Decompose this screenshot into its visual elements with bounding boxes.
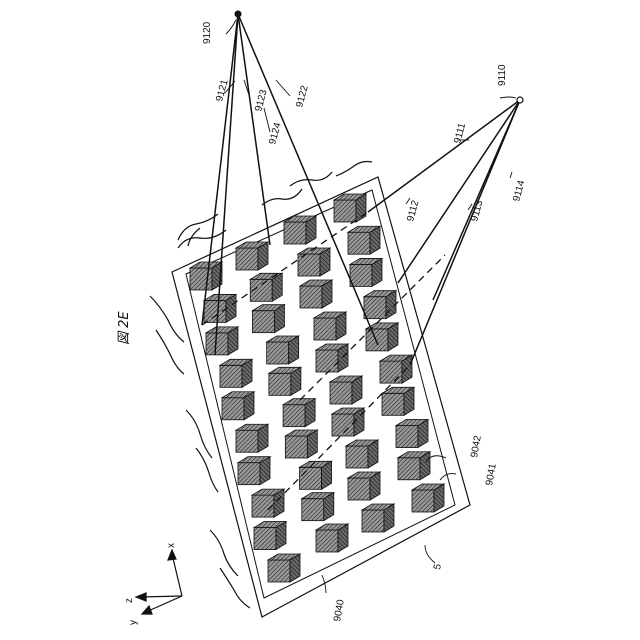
label-substrate-5: 5 — [432, 563, 444, 571]
label-source-9120: 9120 — [202, 21, 213, 44]
hatched-block — [285, 430, 317, 458]
hatched-block — [300, 280, 332, 308]
hatched-block — [252, 489, 284, 517]
label-ray-9122: 9122 — [294, 84, 310, 109]
hatched-block — [220, 359, 252, 387]
hatched-block — [334, 194, 366, 222]
hatched-block — [236, 424, 268, 452]
hatched-block — [348, 472, 380, 500]
hatched-block — [298, 248, 330, 276]
hatched-block — [300, 461, 332, 489]
label-ray-9124: 9124 — [267, 121, 283, 146]
hatched-block — [316, 524, 348, 552]
hatched-block — [252, 305, 284, 333]
hatched-block — [236, 242, 268, 270]
label-source-9110: 9110 — [497, 64, 508, 86]
hatched-block — [283, 399, 315, 427]
axis-label-x: x — [166, 543, 177, 548]
hatched-block — [204, 294, 236, 322]
hatched-block — [362, 504, 394, 532]
hatched-block — [316, 344, 348, 372]
hatched-block — [254, 522, 286, 550]
hatched-block — [250, 273, 282, 301]
hatched-block — [269, 367, 301, 395]
label-ray-9111: 9111 — [452, 121, 468, 144]
label-element-9041: 9041 — [484, 462, 499, 486]
hatched-block — [412, 484, 444, 512]
block-array — [190, 194, 444, 582]
hatched-block — [206, 327, 238, 355]
label-ray-9112: 9112 — [405, 199, 421, 223]
source-9110 — [517, 97, 523, 103]
hatched-block — [284, 216, 316, 244]
hatched-block — [330, 376, 362, 404]
hatched-block — [332, 408, 364, 436]
hatched-block — [396, 420, 428, 448]
hatched-block — [398, 452, 430, 480]
label-array-9040: 9040 — [332, 598, 347, 622]
figure-caption: 図 2E — [117, 311, 132, 345]
label-ray-9114: 9114 — [511, 179, 527, 203]
hatched-block — [238, 457, 270, 485]
label-ray-9113: 9113 — [469, 199, 485, 223]
label-element-9042: 9042 — [469, 434, 484, 458]
label-ray-9123: 9123 — [253, 88, 269, 113]
hatched-block — [267, 336, 299, 364]
source-9120 — [235, 11, 242, 18]
hatched-block — [348, 226, 380, 254]
axes-indicator — [136, 550, 182, 614]
hatched-block — [364, 291, 396, 319]
hatched-block — [346, 440, 378, 468]
hatched-block — [382, 387, 414, 415]
hatched-block — [302, 493, 334, 521]
hatched-block — [314, 312, 346, 340]
hatched-block — [222, 392, 254, 420]
axis-label-y: y — [128, 620, 139, 625]
hatched-block — [350, 258, 382, 286]
hatched-block — [268, 554, 300, 582]
axis-label-z: z — [124, 598, 135, 603]
